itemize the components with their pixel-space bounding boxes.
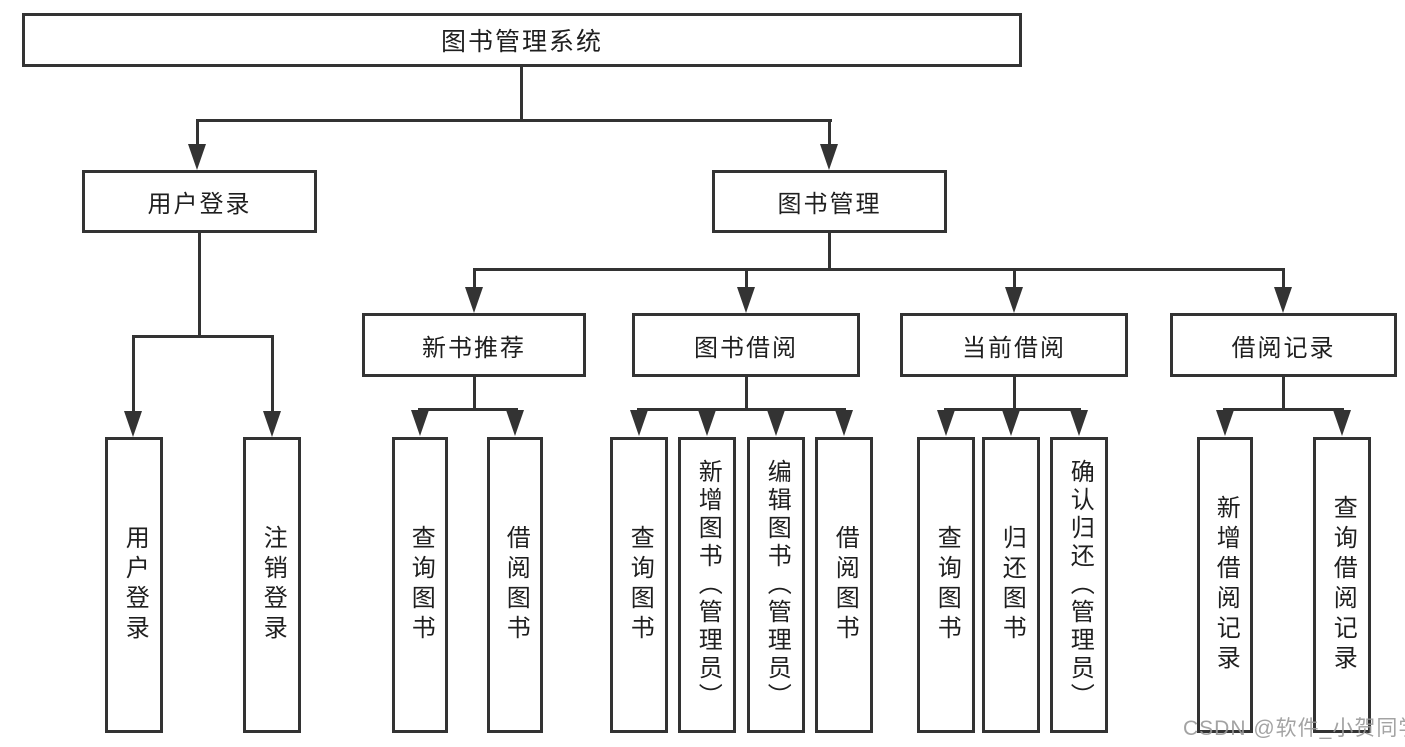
connector-line <box>196 119 832 122</box>
node-borrow-books-recommend: 借阅图书 <box>487 437 543 733</box>
arrow-down-icon <box>1070 410 1088 436</box>
node-label: 用户登录 <box>121 525 149 645</box>
node-label: 查询图书 <box>407 525 435 645</box>
arrow-down-icon <box>411 410 429 436</box>
node-label: 新增借阅记录 <box>1212 495 1240 675</box>
node-label: 注销登录 <box>259 525 287 645</box>
connector-line <box>473 268 1285 271</box>
node-query-borrow-record: 查询借阅记录 <box>1313 437 1371 733</box>
arrow-down-icon <box>835 410 853 436</box>
node-label: 查询图书 <box>933 525 961 645</box>
arrow-down-icon <box>124 411 142 437</box>
arrow-down-icon <box>188 144 206 170</box>
node-user-login: 用户登录 <box>82 170 317 233</box>
node-label: 借阅图书 <box>502 525 530 645</box>
arrow-down-icon <box>1333 410 1351 436</box>
arrow-down-icon <box>767 410 785 436</box>
connector-line <box>828 233 831 270</box>
connector-line <box>1013 377 1016 410</box>
node-login: 用户登录 <box>105 437 163 733</box>
node-label: 确认归还（管理员） <box>1066 459 1094 711</box>
node-new-book-recommendation: 新书推荐 <box>362 313 586 377</box>
arrow-down-icon <box>820 144 838 170</box>
connector-line <box>1013 268 1016 289</box>
node-book-management: 图书管理 <box>712 170 947 233</box>
connector-line <box>1223 408 1344 411</box>
node-edit-book-admin: 编辑图书（管理员） <box>747 437 805 733</box>
arrow-down-icon <box>737 287 755 313</box>
connector-line <box>418 408 518 411</box>
node-book-borrowing: 图书借阅 <box>632 313 860 377</box>
connector-line <box>944 408 1081 411</box>
node-borrow-books-borrowing: 借阅图书 <box>815 437 873 733</box>
connector-line <box>198 233 201 337</box>
arrow-down-icon <box>630 410 648 436</box>
node-label: 借阅图书 <box>831 525 859 645</box>
node-confirm-return-admin: 确认归还（管理员） <box>1050 437 1108 733</box>
arrow-down-icon <box>698 410 716 436</box>
arrow-down-icon <box>263 411 281 437</box>
connector-line <box>473 377 476 410</box>
node-label: 查询图书 <box>626 525 654 645</box>
connector-line <box>828 119 831 146</box>
connector-line <box>132 335 274 338</box>
node-add-book-admin: 新增图书（管理员） <box>678 437 736 733</box>
arrow-down-icon <box>1002 410 1020 436</box>
connector-line <box>745 268 748 289</box>
connector-line <box>520 67 523 121</box>
node-logout: 注销登录 <box>243 437 301 733</box>
csdn-watermark: CSDN @软件_小贺同学 <box>1183 717 1405 740</box>
arrow-down-icon <box>506 410 524 436</box>
node-borrowing-records: 借阅记录 <box>1170 313 1397 377</box>
connector-line <box>132 335 135 413</box>
arrow-down-icon <box>465 287 483 313</box>
node-query-books-current: 查询图书 <box>917 437 975 733</box>
connector-line <box>196 119 199 146</box>
node-label: 查询借阅记录 <box>1329 495 1357 675</box>
arrow-down-icon <box>1216 410 1234 436</box>
node-query-books-borrowing: 查询图书 <box>610 437 668 733</box>
node-add-borrow-record: 新增借阅记录 <box>1197 437 1253 733</box>
arrow-down-icon <box>937 410 955 436</box>
arrow-down-icon <box>1274 287 1292 313</box>
node-label: 归还图书 <box>998 525 1026 645</box>
connector-line <box>1282 377 1285 410</box>
node-label: 编辑图书（管理员） <box>763 459 791 711</box>
node-return-book: 归还图书 <box>982 437 1040 733</box>
arrow-down-icon <box>1005 287 1023 313</box>
node-root: 图书管理系统 <box>22 13 1022 67</box>
connector-line <box>745 377 748 410</box>
connector-line <box>473 268 476 289</box>
connector-line <box>1282 268 1285 289</box>
node-query-books-recommend: 查询图书 <box>392 437 448 733</box>
connector-line <box>271 335 274 413</box>
node-label: 新增图书（管理员） <box>694 459 722 711</box>
connector-line <box>637 408 846 411</box>
node-current-borrowing: 当前借阅 <box>900 313 1128 377</box>
